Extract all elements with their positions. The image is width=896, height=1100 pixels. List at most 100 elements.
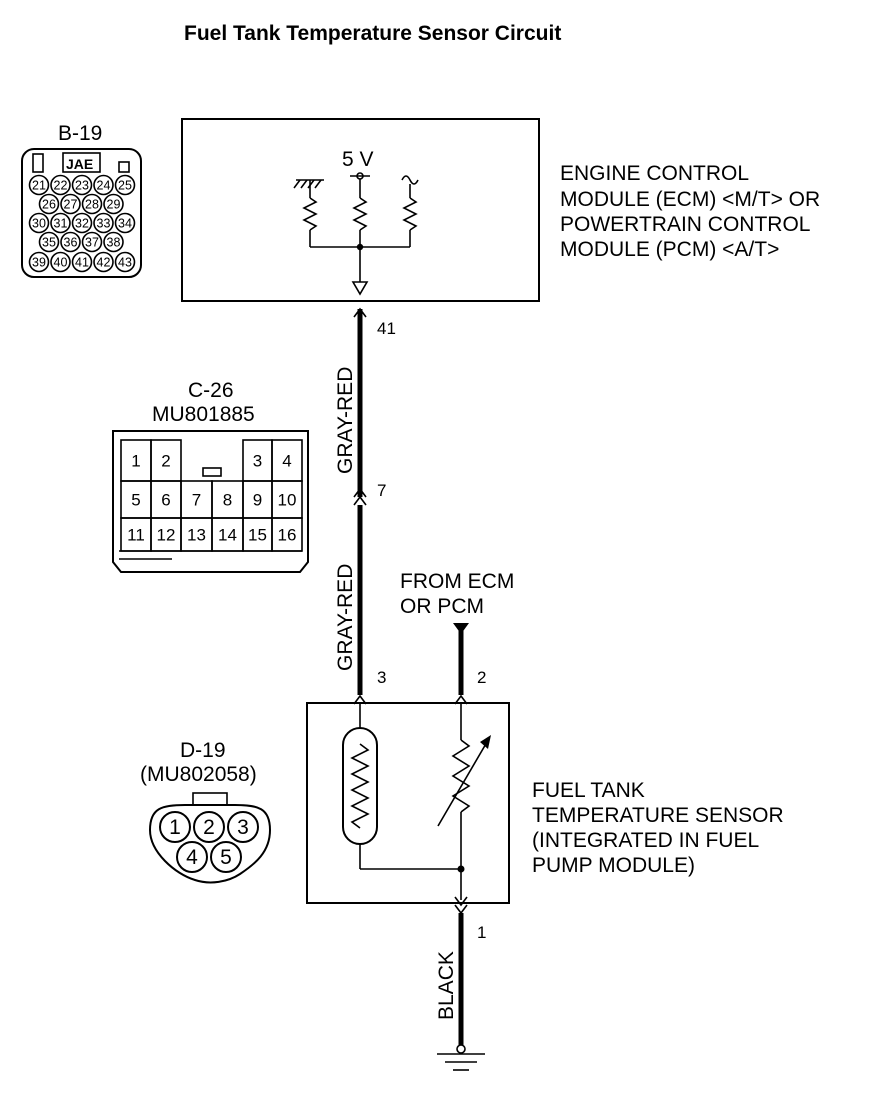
- b19-pin-41: 41: [75, 256, 89, 270]
- wire-upper-color: GRAY-RED: [334, 367, 357, 474]
- b19-pin-circle: [103, 231, 124, 253]
- ecm-label: ENGINE CONTROL MODULE (ECM) <M/T> OR POW…: [560, 162, 820, 261]
- b19-pin-circle: [93, 212, 114, 234]
- pin-1-label: 1: [477, 923, 486, 942]
- ecm-resistor-left: [302, 197, 318, 231]
- b19-pin-40: 40: [54, 256, 68, 270]
- b19-pin-circle: [71, 212, 93, 234]
- b19-pin-42: 42: [97, 256, 111, 270]
- wire-ground-color: BLACK: [435, 951, 458, 1020]
- ecm-input-triangle: [351, 281, 369, 296]
- b19-pin-circle: [28, 251, 50, 273]
- b19-pin-circle: [38, 193, 60, 215]
- b19-pin-31: 31: [54, 217, 68, 231]
- b19-pin-circle: [114, 174, 136, 196]
- from-ecm-line-2: OR PCM: [400, 595, 484, 618]
- b19-pin-22: 22: [54, 179, 68, 193]
- connector-d19-name: D-19: [180, 739, 226, 762]
- b19-pin-39: 39: [32, 256, 46, 270]
- c26-pin-15: 15: [248, 526, 267, 545]
- c26-pin-5: 5: [131, 491, 140, 510]
- pin-41-label: 41: [377, 319, 396, 338]
- connector-c26-name: C-26: [188, 379, 234, 402]
- connector-b19-maker: JAE: [66, 156, 93, 172]
- b19-pin-29: 29: [107, 198, 121, 212]
- b19-pin-25: 25: [118, 179, 132, 193]
- b19-pin-circle: [93, 251, 114, 273]
- c26-pin-9: 9: [253, 491, 262, 510]
- b19-pin-43: 43: [118, 256, 132, 270]
- ground-icon: [437, 1044, 485, 1071]
- d19-pin-1: 1: [169, 816, 181, 839]
- b19-pin-circle: [28, 212, 50, 234]
- ecm-internal-circuit: 5 V: [293, 148, 419, 296]
- b19-pin-26: 26: [42, 198, 56, 212]
- sensor-label-line-4: PUMP MODULE): [532, 854, 695, 877]
- b19-pin-28: 28: [85, 198, 99, 212]
- b19-pin-circle: [71, 174, 93, 196]
- d19-pin-circle: [210, 841, 242, 873]
- sensor-label: FUEL TANK TEMPERATURE SENSOR (INTEGRATED…: [532, 779, 784, 877]
- from-ecm-arrow: [453, 623, 469, 634]
- diagram-title: Fuel Tank Temperature Sensor Circuit: [184, 22, 561, 45]
- ecm-box: [181, 118, 540, 302]
- b19-pin-circle: [50, 212, 71, 234]
- b19-pin-circle: [38, 231, 60, 253]
- d19-pin-4: 4: [186, 846, 198, 869]
- b19-pin-circle: [50, 251, 71, 273]
- ac-source-icon: [401, 175, 419, 185]
- b19-pin-circle: [103, 193, 124, 215]
- b19-pin-circle: [71, 251, 93, 273]
- c26-pin-2: 2: [161, 452, 170, 471]
- d19-pin-2: 2: [203, 816, 215, 839]
- ecm-label-line-2: MODULE (ECM) <M/T> OR: [560, 188, 820, 211]
- c26-pin-14: 14: [218, 526, 237, 545]
- b19-pin-30: 30: [32, 217, 46, 231]
- b19-pin-21: 21: [32, 179, 46, 193]
- connector-b19-name: B-19: [58, 122, 102, 145]
- b19-pin-circle: [60, 231, 81, 253]
- b19-pin-circle: [114, 212, 136, 234]
- c26-pin-16: 16: [278, 526, 297, 545]
- sensor-internal-circuit: [342, 704, 491, 900]
- pin-7-label: 7: [377, 481, 386, 500]
- b19-pin-38: 38: [107, 236, 121, 250]
- b19-pin-circle: [81, 231, 103, 253]
- c26-pin-10: 10: [278, 491, 297, 510]
- ecm-label-line-4: MODULE (PCM) <A/T>: [560, 238, 779, 261]
- c26-pin-1: 1: [131, 452, 140, 471]
- b19-pin-35: 35: [42, 236, 56, 250]
- c26-pin-13: 13: [187, 526, 206, 545]
- sensor-label-line-2: TEMPERATURE SENSOR: [532, 804, 784, 827]
- b19-pin-32: 32: [75, 217, 89, 231]
- ecm-label-line-3: POWERTRAIN CONTROL: [560, 213, 810, 236]
- pin-2-label: 2: [477, 668, 486, 687]
- b19-pin-36: 36: [64, 236, 78, 250]
- b19-pin-23: 23: [75, 179, 89, 193]
- wire-lower-color: GRAY-RED: [334, 564, 357, 671]
- thermistor: [451, 739, 471, 813]
- b19-pin-27: 27: [64, 198, 78, 212]
- c26-pin-11: 11: [127, 526, 145, 545]
- b19-pin-circle: [60, 193, 81, 215]
- sensor-box: [306, 702, 510, 904]
- d19-pin-circle: [227, 811, 259, 843]
- d19-pin-5: 5: [220, 846, 232, 869]
- ecm-label-line-1: ENGINE CONTROL: [560, 162, 749, 185]
- c26-pin-6: 6: [161, 491, 170, 510]
- c26-pin-12: 12: [157, 526, 176, 545]
- c26-pin-8: 8: [223, 491, 232, 510]
- b19-pin-24: 24: [97, 179, 111, 193]
- connector-c26-part: MU801885: [152, 403, 255, 426]
- sensor-resistor: [350, 743, 370, 829]
- sensor-label-line-1: FUEL TANK: [532, 779, 645, 802]
- b19-pin-circle: [114, 251, 136, 273]
- b19-pin-circle: [50, 174, 71, 196]
- b19-pin-circle: [81, 193, 103, 215]
- b19-pin-33: 33: [97, 217, 111, 231]
- connector-d19-part: (MU802058): [140, 763, 257, 786]
- ecm-resistor-middle: [352, 197, 368, 231]
